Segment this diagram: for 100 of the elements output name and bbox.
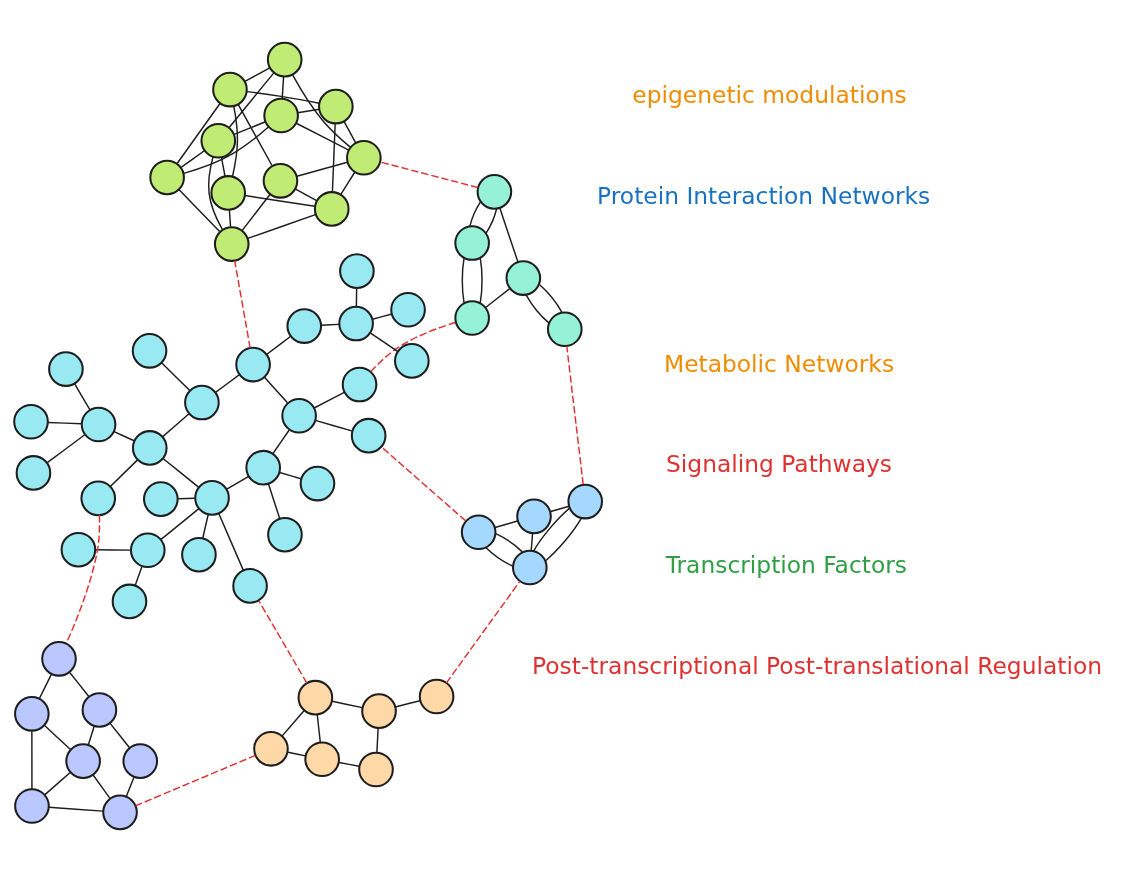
node-circle <box>263 97 299 134</box>
connector <box>160 507 200 540</box>
connector <box>295 122 350 151</box>
connector <box>313 391 346 409</box>
node-circle <box>65 743 101 779</box>
connector <box>296 161 349 177</box>
node-circle <box>213 226 250 262</box>
node-circle <box>454 225 490 261</box>
label: Protein Interaction Networks <box>597 181 931 210</box>
connector <box>244 67 271 83</box>
node-circle <box>318 88 354 125</box>
connector <box>73 383 91 411</box>
connector <box>265 335 292 356</box>
node-circle <box>304 741 340 778</box>
connector <box>379 161 479 189</box>
connector <box>314 419 353 432</box>
connector <box>538 284 563 314</box>
connector <box>228 72 275 129</box>
node-circle <box>131 333 168 369</box>
node-circle <box>212 71 248 108</box>
connector <box>479 257 483 304</box>
connector <box>244 194 316 208</box>
connector <box>202 513 209 539</box>
node-circle <box>245 449 282 486</box>
connector <box>371 313 392 320</box>
connector <box>246 90 320 104</box>
connector <box>162 413 190 438</box>
connector <box>237 103 273 167</box>
connector <box>566 345 584 486</box>
node-circle <box>149 159 185 196</box>
node-circle <box>14 788 50 824</box>
connector <box>370 321 457 373</box>
node-circle <box>266 41 303 78</box>
node-circle <box>361 693 397 729</box>
connector <box>499 207 519 263</box>
connector <box>484 288 511 309</box>
label: Signaling Pathways <box>666 450 893 479</box>
connector <box>241 193 271 232</box>
connector <box>294 188 318 202</box>
node-circle <box>267 516 303 553</box>
node-circle <box>232 568 268 604</box>
connector <box>549 505 570 513</box>
node-circle <box>262 163 299 199</box>
connector <box>495 532 524 553</box>
connector <box>316 713 322 744</box>
connector <box>247 213 317 240</box>
node-circle <box>505 260 542 296</box>
connector <box>530 532 534 552</box>
connector <box>445 580 521 684</box>
node-circle <box>13 403 49 440</box>
node-circle <box>14 696 50 732</box>
connector <box>544 517 582 562</box>
connector <box>380 446 467 522</box>
node-circle <box>41 641 77 677</box>
connector <box>340 171 356 196</box>
node-circle <box>111 583 148 620</box>
connector <box>69 671 90 698</box>
connector <box>109 722 131 749</box>
node-circle <box>102 794 138 831</box>
node-circle <box>181 536 217 573</box>
connector <box>532 507 571 552</box>
connector <box>525 294 550 324</box>
node-circle <box>200 122 237 159</box>
node-circle <box>418 678 455 715</box>
node-circle <box>358 751 394 788</box>
label: Post-transcriptional Post-translational Regulation <box>532 652 1102 680</box>
connector <box>134 565 143 586</box>
node-circle <box>297 679 334 716</box>
node-circle <box>516 498 552 535</box>
connector <box>226 475 250 490</box>
label: Transcription Factors <box>665 551 908 580</box>
node-circle <box>194 480 230 516</box>
connector <box>46 434 86 464</box>
connector <box>180 150 206 168</box>
connector <box>233 259 251 349</box>
node-circle <box>313 191 350 227</box>
connector <box>485 207 498 234</box>
connector <box>297 108 320 114</box>
label: Metabolic Networks <box>663 349 895 378</box>
node-circle <box>567 483 604 520</box>
node-circle <box>460 514 497 551</box>
node-circle <box>210 175 247 211</box>
connector <box>48 806 104 812</box>
connector <box>183 126 270 175</box>
connector <box>160 362 191 392</box>
node-circle <box>184 384 220 421</box>
node-circle <box>299 465 336 502</box>
node-circle <box>48 351 84 387</box>
connector <box>220 156 226 177</box>
connector <box>233 121 267 136</box>
connector <box>214 374 240 394</box>
connector <box>135 754 257 807</box>
connector <box>125 776 135 798</box>
node-circle <box>60 531 97 568</box>
connector <box>278 471 302 480</box>
node-circle <box>339 253 375 289</box>
connector <box>258 600 308 684</box>
connector <box>281 709 305 737</box>
connector <box>331 123 336 193</box>
connector <box>494 520 519 529</box>
